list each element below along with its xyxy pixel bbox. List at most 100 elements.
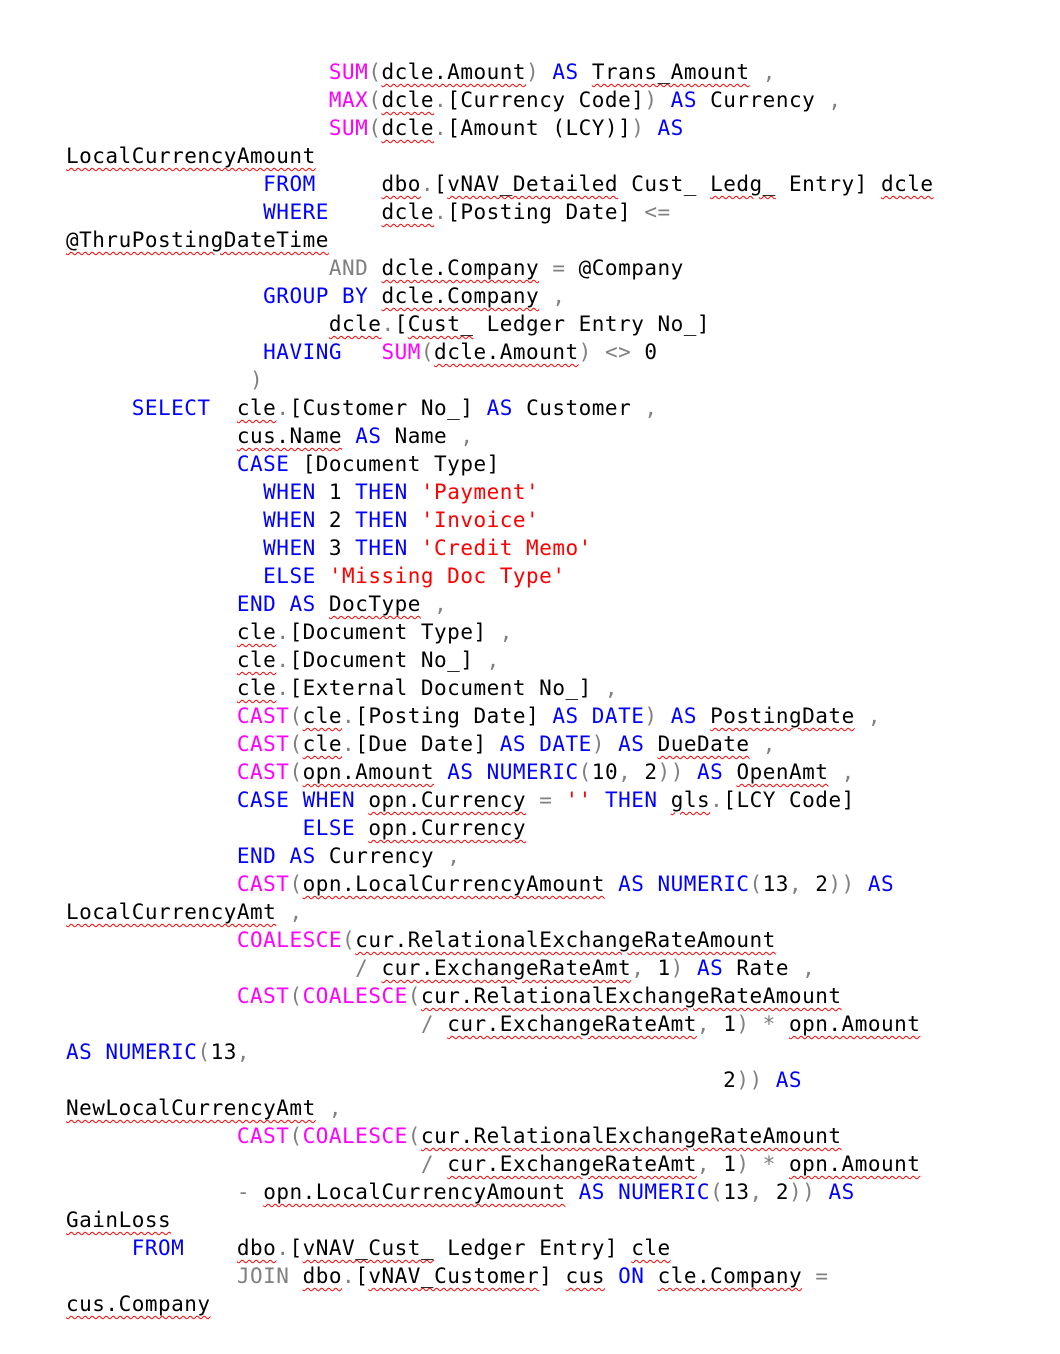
spellcheck-flagged-token: opn.Amount — [788, 1012, 921, 1036]
operator-token: , — [696, 1152, 711, 1176]
code-token — [355, 816, 368, 840]
code-token — [368, 956, 381, 980]
operator-token: ) — [644, 704, 658, 728]
code-token — [66, 368, 250, 392]
operator-token: / — [420, 1152, 435, 1176]
code-token — [66, 1012, 421, 1036]
code-token — [855, 872, 868, 896]
operator-token: , — [460, 424, 474, 448]
spellcheck-flagged-token: cle.Company — [657, 1264, 803, 1288]
code-line: MAX(dcle.[Currency Code]) AS Currency , — [66, 86, 1046, 114]
spellcheck-flagged-token: vNAV_Customer — [368, 1264, 540, 1288]
keyword-token: AS DATE — [499, 732, 592, 756]
operator-token: ( — [289, 704, 303, 728]
spellcheck-flagged-token: opn.Currency — [368, 788, 527, 812]
spellcheck-flagged-token: cle — [302, 732, 343, 756]
code-token — [66, 788, 237, 812]
code-token: 1 — [710, 1152, 737, 1176]
code-line: - opn.LocalCurrencyAmount AS NUMERIC(13,… — [66, 1178, 1046, 1206]
code-line: ) — [66, 366, 1046, 394]
spellcheck-flagged-token: dcle.Company — [381, 284, 540, 308]
operator-token: ) — [736, 1152, 750, 1176]
code-token — [66, 88, 329, 112]
code-token — [276, 844, 289, 868]
spellcheck-flagged-token: gls — [670, 788, 711, 812]
code-line: WHEN 1 THEN 'Payment' — [66, 478, 1046, 506]
function-token: COALESCE — [302, 984, 408, 1008]
operator-token: , — [631, 956, 645, 980]
operator-token: , — [552, 284, 566, 308]
spellcheck-flagged-token: cur.ExchangeRateAmt — [447, 1152, 697, 1176]
spellcheck-flagged-token: LocalCurrencyAmount — [66, 144, 316, 168]
code-token — [66, 1180, 237, 1204]
code-token — [66, 172, 263, 196]
operator-token: , — [762, 732, 776, 756]
operator-token: , — [499, 620, 513, 644]
spellcheck-flagged-token: opn.LocalCurrencyAmount — [302, 872, 605, 896]
operator-token: . — [276, 620, 290, 644]
code-token — [368, 284, 381, 308]
code-line: ELSE opn.Currency — [66, 814, 1046, 842]
operator-token: / — [355, 956, 369, 980]
code-token: Currency — [696, 88, 829, 112]
operator-token: )) — [828, 872, 855, 896]
spellcheck-flagged-token: cle — [236, 648, 277, 672]
operator-token: = — [815, 1264, 829, 1288]
code-line: @ThruPostingDateTime — [66, 226, 1046, 254]
operator-token: . — [276, 1236, 290, 1260]
code-line: cle.[Document No_] , — [66, 646, 1046, 674]
function-token: CAST — [236, 732, 290, 756]
code-line: SELECT cle.[Customer No_] AS Customer , — [66, 394, 1046, 422]
keyword-token: AS NUMERIC — [618, 872, 750, 896]
code-token — [552, 788, 565, 812]
string-literal-token: 'Missing Doc Type' — [328, 564, 566, 588]
code-line: CAST(COALESCE(cur.RelationalExchangeRate… — [66, 1122, 1046, 1150]
code-token — [66, 256, 329, 280]
keyword-token: WHEN — [263, 508, 316, 532]
code-line: cle.[Document Type] , — [66, 618, 1046, 646]
keyword-token: WHERE — [263, 200, 329, 224]
operator-token: , — [867, 704, 882, 728]
operator-token: <> — [604, 340, 632, 364]
code-token — [750, 1152, 763, 1176]
string-literal-token: 'Credit Memo' — [420, 536, 592, 560]
operator-token: , — [749, 1180, 763, 1204]
code-line: WHEN 2 THEN 'Invoice' — [66, 506, 1046, 534]
code-line: dcle.[Cust_ Ledger Entry No_] — [66, 310, 1046, 338]
operator-token: , — [604, 676, 619, 700]
operator-token: ( — [749, 872, 763, 896]
function-token: COALESCE — [236, 928, 343, 952]
code-token: 13 — [723, 1180, 750, 1204]
code-line: AS NUMERIC(13, — [66, 1038, 1046, 1066]
code-line: END AS DocType , — [66, 590, 1046, 618]
code-token — [644, 732, 657, 756]
operator-token: )) — [657, 760, 684, 784]
code-token — [66, 676, 237, 700]
keyword-token: WHEN — [263, 480, 316, 504]
keyword-token: WHEN — [263, 536, 316, 560]
operator-token: . — [434, 116, 448, 140]
keyword-token: AS — [657, 116, 684, 140]
code-token — [66, 200, 263, 224]
code-token — [66, 508, 263, 532]
code-token — [684, 956, 697, 980]
code-token — [723, 760, 736, 784]
code-token — [592, 340, 605, 364]
code-token: Name — [381, 424, 461, 448]
spellcheck-flagged-token: cur.ExchangeRateAmt — [381, 956, 632, 980]
operator-token: . — [342, 1264, 356, 1288]
operator-token: . — [381, 312, 395, 336]
code-line: / cur.ExchangeRateAmt, 1) * opn.Amount — [66, 1010, 1046, 1038]
code-token: 1 — [315, 480, 356, 504]
spellcheck-flagged-token: opn.LocalCurrencyAmount — [263, 1180, 566, 1204]
string-literal-token: 'Invoice' — [420, 508, 540, 532]
operator-token: ) — [670, 956, 684, 980]
code-token — [66, 1068, 723, 1092]
code-token: 10 — [591, 760, 619, 784]
code-token: [Document Type] — [289, 620, 500, 644]
function-token: CAST — [236, 872, 290, 896]
keyword-token: HAVING — [263, 340, 343, 364]
keyword-token: AS — [867, 872, 895, 896]
operator-token: , — [236, 1040, 251, 1064]
code-token: 3 — [315, 536, 356, 560]
